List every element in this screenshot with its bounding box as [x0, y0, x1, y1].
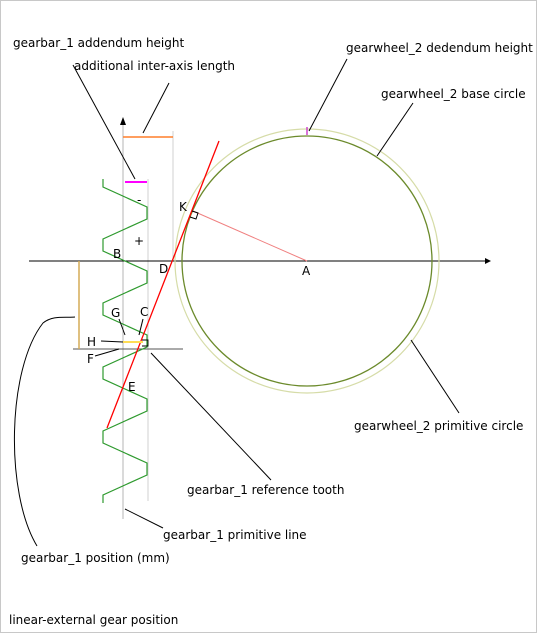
- leader-point-h: [100, 340, 124, 343]
- label-dedendum-height: gearwheel_2 dedendum height: [346, 41, 533, 55]
- diagram-caption: linear-external gear position: [9, 613, 178, 627]
- leader-dedendum-height: [308, 58, 348, 132]
- point-f: F: [87, 352, 94, 366]
- label-primitive-circle: gearwheel_2 primitive circle: [354, 419, 523, 433]
- label-primitive-line: gearbar_1 primitive line: [163, 528, 307, 542]
- point-c: C: [140, 305, 148, 319]
- radius-line: [192, 210, 308, 262]
- label-position: gearbar_1 position (mm): [21, 551, 170, 565]
- leader-point-c: [138, 318, 144, 336]
- leader-point-g: [118, 318, 126, 336]
- leader-point-f: [94, 348, 120, 357]
- label-addendum-height: gearbar_1 addendum height: [13, 36, 184, 50]
- point-d: D: [159, 262, 168, 276]
- label-base-circle: gearwheel_2 base circle: [381, 87, 526, 101]
- right-angle-k: [189, 210, 199, 220]
- line-of-action: [106, 140, 220, 429]
- sign-minus: -: [137, 193, 141, 207]
- sign-plus: +: [134, 234, 144, 248]
- point-k: K: [179, 200, 188, 214]
- base-circle: [181, 135, 433, 387]
- leader-primitive-circle: [410, 339, 460, 414]
- point-a: A: [302, 264, 311, 278]
- leader-reference-tooth: [150, 352, 272, 481]
- rack-axis-arrowhead: [120, 117, 126, 125]
- leader-position: [14, 316, 76, 547]
- rack-profile: [102, 179, 148, 503]
- leader-primitive-line: [124, 508, 164, 529]
- label-inter-axis: additional inter-axis length: [74, 59, 235, 73]
- point-g: G: [111, 306, 120, 320]
- point-e: E: [128, 380, 136, 394]
- leader-inter-axis: [142, 82, 170, 134]
- center-axis-arrowhead: [485, 258, 491, 264]
- right-angle-c: [142, 339, 149, 347]
- point-b: B: [113, 247, 121, 261]
- label-reference-tooth: gearbar_1 reference tooth: [187, 483, 344, 497]
- leader-addendum-height: [72, 64, 136, 180]
- leader-base-circle: [376, 102, 414, 157]
- point-h: H: [87, 335, 96, 349]
